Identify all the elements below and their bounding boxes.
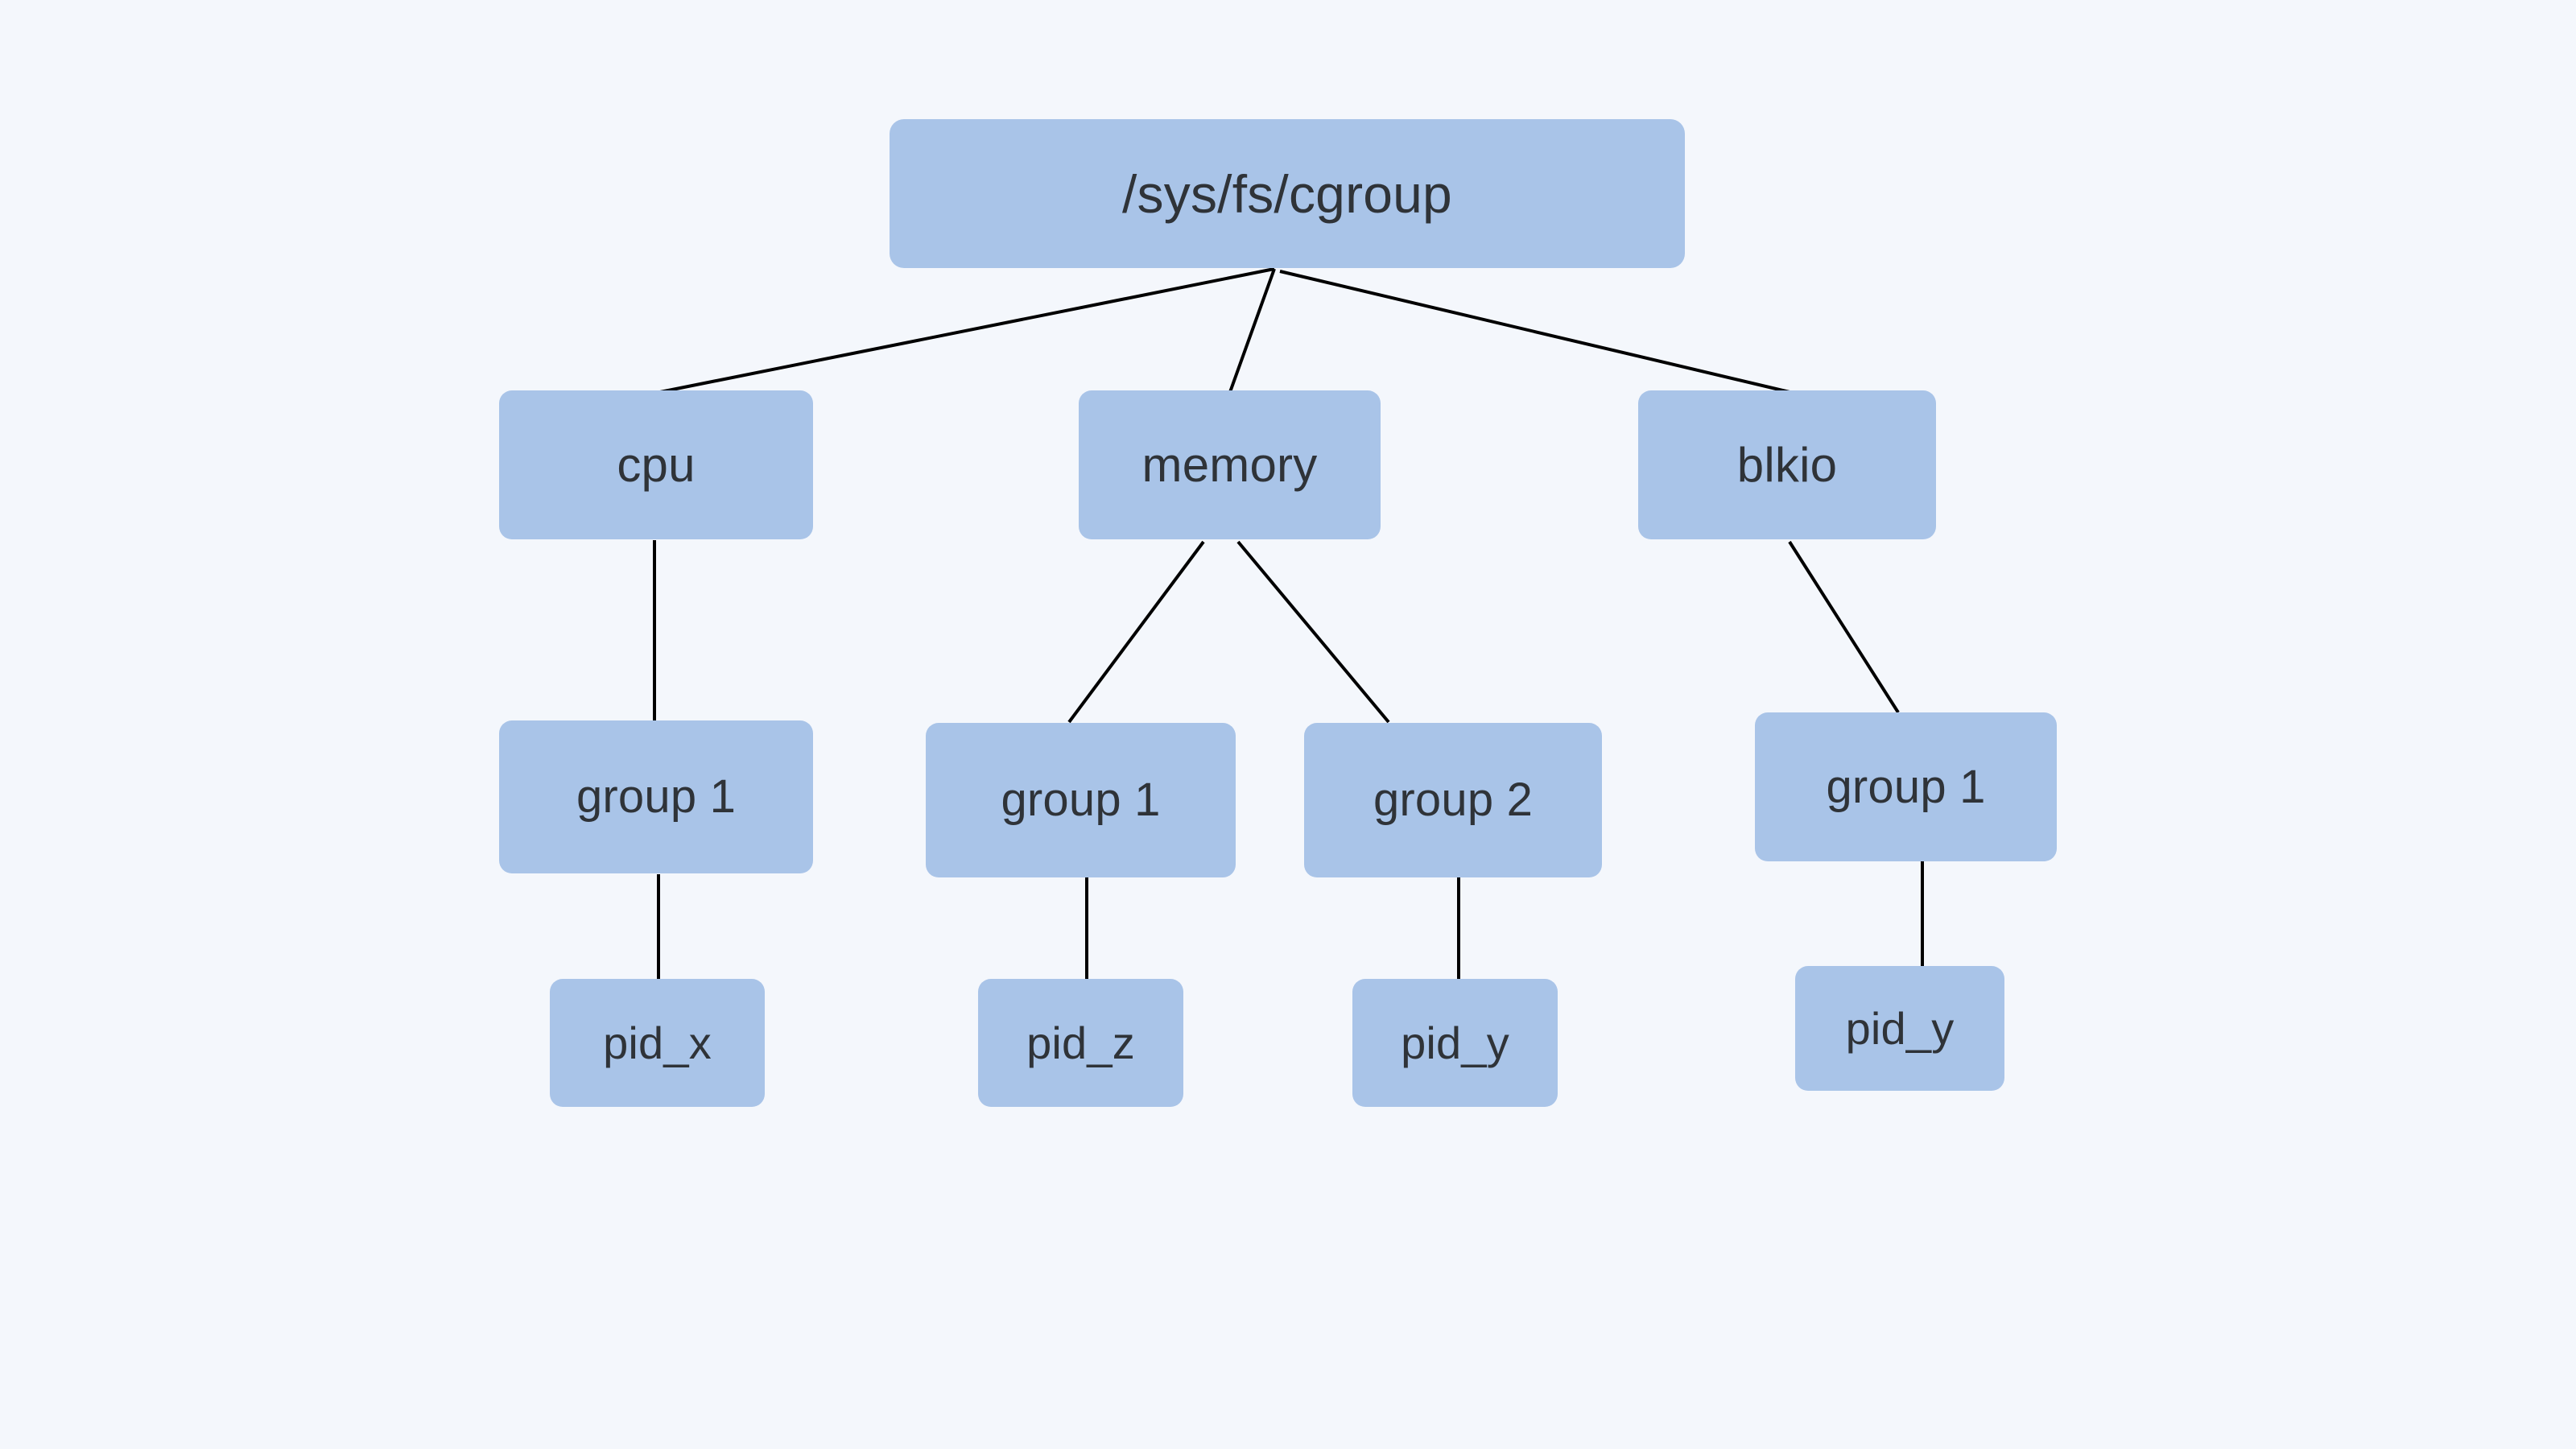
tree-node-label-memory-group-1: group 1: [1001, 774, 1161, 826]
tree-node-cpu[interactable]: cpu: [499, 390, 813, 539]
tree-node-label-pid-z: pid_z: [1026, 1017, 1135, 1068]
tree-node-label-memory-group-2: group 2: [1373, 774, 1534, 826]
tree-node-memory-group-2[interactable]: group 2: [1304, 723, 1602, 877]
tree-node-label-pid-y-memory: pid_y: [1401, 1017, 1509, 1068]
tree-edge-root-to-blkio: [1279, 270, 1790, 394]
tree-edge-root-to-memory: [1228, 268, 1276, 393]
tree-node-pid-x[interactable]: pid_x: [550, 979, 765, 1107]
tree-edge-blkio-to-blkio-group-1: [1788, 540, 1900, 714]
tree-node-cpu-group-1[interactable]: group 1: [499, 720, 813, 873]
tree-node-label-cpu-group-1: group 1: [576, 770, 737, 823]
tree-node-label-memory: memory: [1141, 437, 1318, 492]
tree-edge-root-to-cpu: [659, 267, 1275, 394]
tree-node-blkio[interactable]: blkio: [1638, 390, 1936, 539]
tree-node-label-cpu: cpu: [617, 437, 696, 492]
tree-edge-memory-to-memory-group-1: [1067, 540, 1205, 724]
tree-node-label-pid-y-blkio: pid_y: [1845, 1002, 1955, 1054]
tree-node-label-root: /sys/fs/cgroup: [1122, 163, 1452, 224]
tree-node-pid-z[interactable]: pid_z: [978, 979, 1183, 1107]
tree-node-label-blkio: blkio: [1736, 437, 1838, 492]
tree-node-label-blkio-group-1: group 1: [1826, 760, 1986, 813]
tree-node-pid-y-blkio[interactable]: pid_y: [1795, 966, 2004, 1091]
tree-node-blkio-group-1[interactable]: group 1: [1755, 712, 2057, 861]
tree-node-memory-group-1[interactable]: group 1: [926, 723, 1236, 877]
tree-edge-memory-to-memory-group-2: [1236, 540, 1390, 724]
tree-node-root[interactable]: /sys/fs/cgroup: [890, 119, 1685, 268]
tree-node-memory[interactable]: memory: [1079, 390, 1381, 539]
tree-node-pid-y-memory[interactable]: pid_y: [1352, 979, 1558, 1107]
tree-node-label-pid-x: pid_x: [603, 1017, 712, 1068]
